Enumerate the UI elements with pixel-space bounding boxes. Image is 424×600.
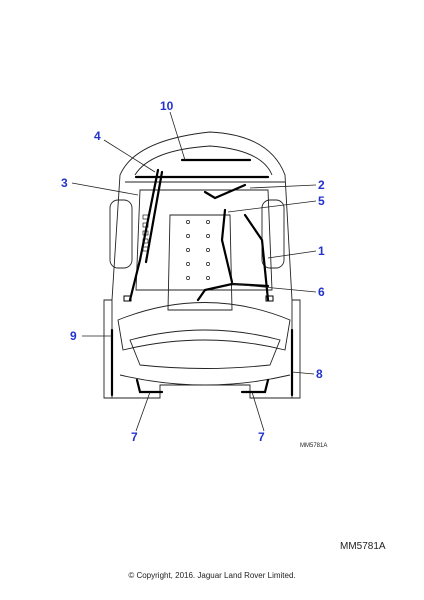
copyright-notice: © Copyright, 2016. Jaguar Land Rover Lim… [128,571,296,580]
callout-9: 9 [70,329,77,343]
reference-code: MM5781A [340,541,386,552]
callout-8: 8 [316,367,323,381]
leader-lines [71,111,317,432]
callout-10: 10 [160,99,174,113]
callout-2: 2 [318,178,325,192]
callout-5: 5 [318,194,325,208]
callout-7-right: 7 [258,430,265,444]
callout-3: 3 [61,176,68,190]
callout-6: 6 [318,285,325,299]
callout-1: 1 [318,244,325,258]
callout-4: 4 [94,129,101,143]
inset-reference-code: MM5781A [300,443,327,449]
vehicle-outline [103,131,301,399]
harness-lines [110,158,294,397]
callout-7-left: 7 [131,430,138,444]
callout-labels: 10 4 3 2 5 1 6 9 8 7 7 MM5781A [61,99,327,449]
